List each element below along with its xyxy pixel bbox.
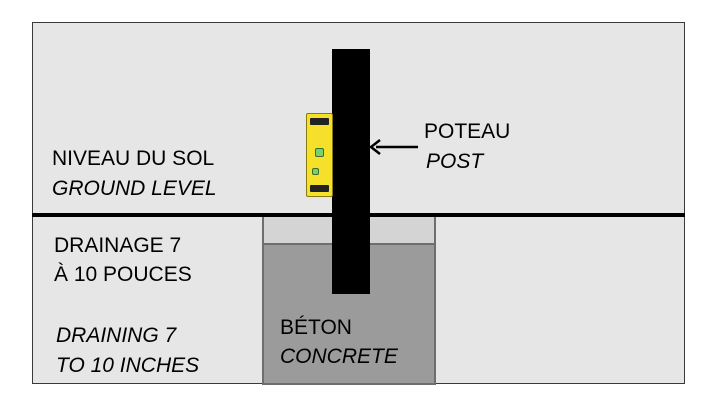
- ground-level-label-en: GROUND LEVEL: [52, 177, 217, 200]
- post-label-en: POST: [426, 150, 484, 173]
- drainage-label-fr-line1: DRAINAGE 7: [54, 234, 182, 257]
- drainage-label-en-line1: DRAINING 7: [56, 324, 177, 347]
- level-bottom-cap: [310, 185, 329, 192]
- drainage-label-fr-line2: À 10 POUCES: [54, 263, 192, 286]
- spirit-level-icon: [306, 113, 333, 197]
- level-top-cap: [310, 118, 329, 125]
- concrete-label-fr: BÉTON: [280, 316, 352, 339]
- level-vial-icon: [315, 148, 324, 157]
- post-label-fr: POTEAU: [424, 120, 511, 143]
- post: [332, 49, 370, 294]
- drainage-label-en-line2: TO 10 INCHES: [56, 354, 200, 377]
- level-vial-small-icon: [312, 168, 319, 175]
- ground-level-label-fr: NIVEAU DU SOL: [52, 147, 215, 170]
- arrow-left-icon: [368, 139, 418, 155]
- concrete-label-en: CONCRETE: [280, 345, 398, 368]
